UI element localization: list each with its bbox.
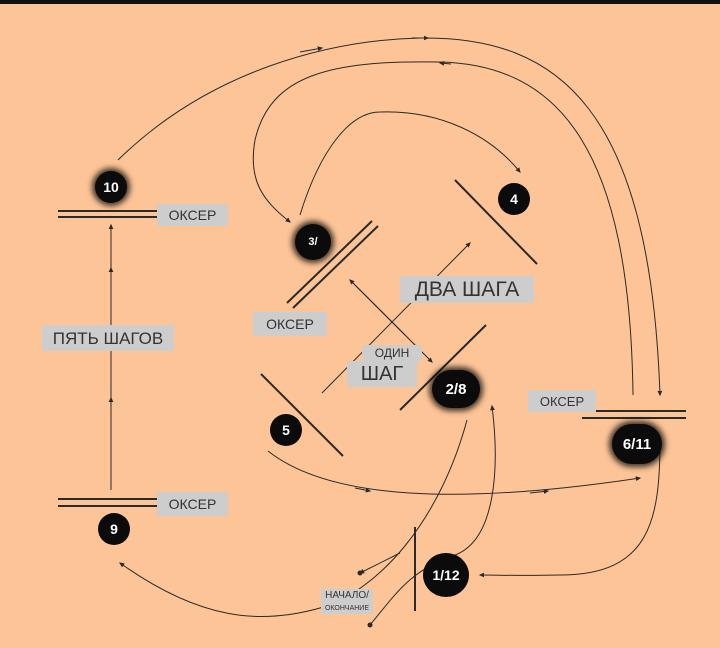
fence-2-8 <box>399 324 487 411</box>
fence-5 <box>260 373 344 457</box>
route-8-to-9 <box>119 419 468 618</box>
start-label-line2: ОКОНЧАНИЕ <box>321 603 373 614</box>
five-strides-label: ПЯТЬ ШАГОВ <box>42 325 174 351</box>
fence-4 <box>454 179 538 265</box>
fence-oxer-6-11 <box>582 410 686 419</box>
start-point-dot <box>367 622 373 628</box>
one-stride-label-line1: ОДИН <box>362 345 422 361</box>
route-outer-arc-mid <box>299 46 324 53</box>
two-strides-label: ДВА ШАГА <box>400 276 534 303</box>
node-5-badge: 5 <box>270 414 302 446</box>
route-2-8-diagonal <box>321 242 471 394</box>
node-3-badge: 3/ <box>295 224 331 260</box>
route-6-to-3-mid <box>438 60 452 66</box>
top-edge-bar <box>0 0 720 4</box>
route-5-to-6-mid <box>354 487 372 493</box>
node-1-12-badge: 1/12 <box>423 553 469 597</box>
route-cross-diagonal-start <box>349 279 406 336</box>
oxer-label-center: ОКСЕР <box>253 312 327 336</box>
one-stride-label-line2: ШАГ <box>347 361 417 387</box>
node-2-8-badge: 2/8 <box>432 370 480 408</box>
route-6-to-3 <box>252 61 634 396</box>
route-5-to-6-mid2 <box>529 489 550 494</box>
node-10-badge: 10 <box>95 171 127 203</box>
node-4-badge: 4 <box>498 183 530 215</box>
end-point-dot <box>357 570 363 576</box>
oxer-label-right: ОКСЕР <box>528 390 596 412</box>
route-5-to-6 <box>267 450 642 495</box>
route-10-to-outer-arc <box>117 37 663 397</box>
fence-oxer-9 <box>58 498 160 507</box>
oxer-label-bottom-left: ОКСЕР <box>157 492 228 516</box>
node-6-11-badge: 6/11 <box>612 424 662 464</box>
oxer-label-top-left: ОКСЕР <box>157 204 228 226</box>
fence-oxer-3 <box>286 220 379 309</box>
route-start-to-2 <box>369 404 496 626</box>
start-label-line1: НАЧАЛО/ <box>321 589 373 603</box>
node-9-badge: 9 <box>98 513 130 545</box>
route-6-to-12 <box>478 439 661 578</box>
route-start-stub <box>358 552 401 574</box>
fence-oxer-10 <box>58 210 160 218</box>
route-3-to-4 <box>299 111 521 216</box>
